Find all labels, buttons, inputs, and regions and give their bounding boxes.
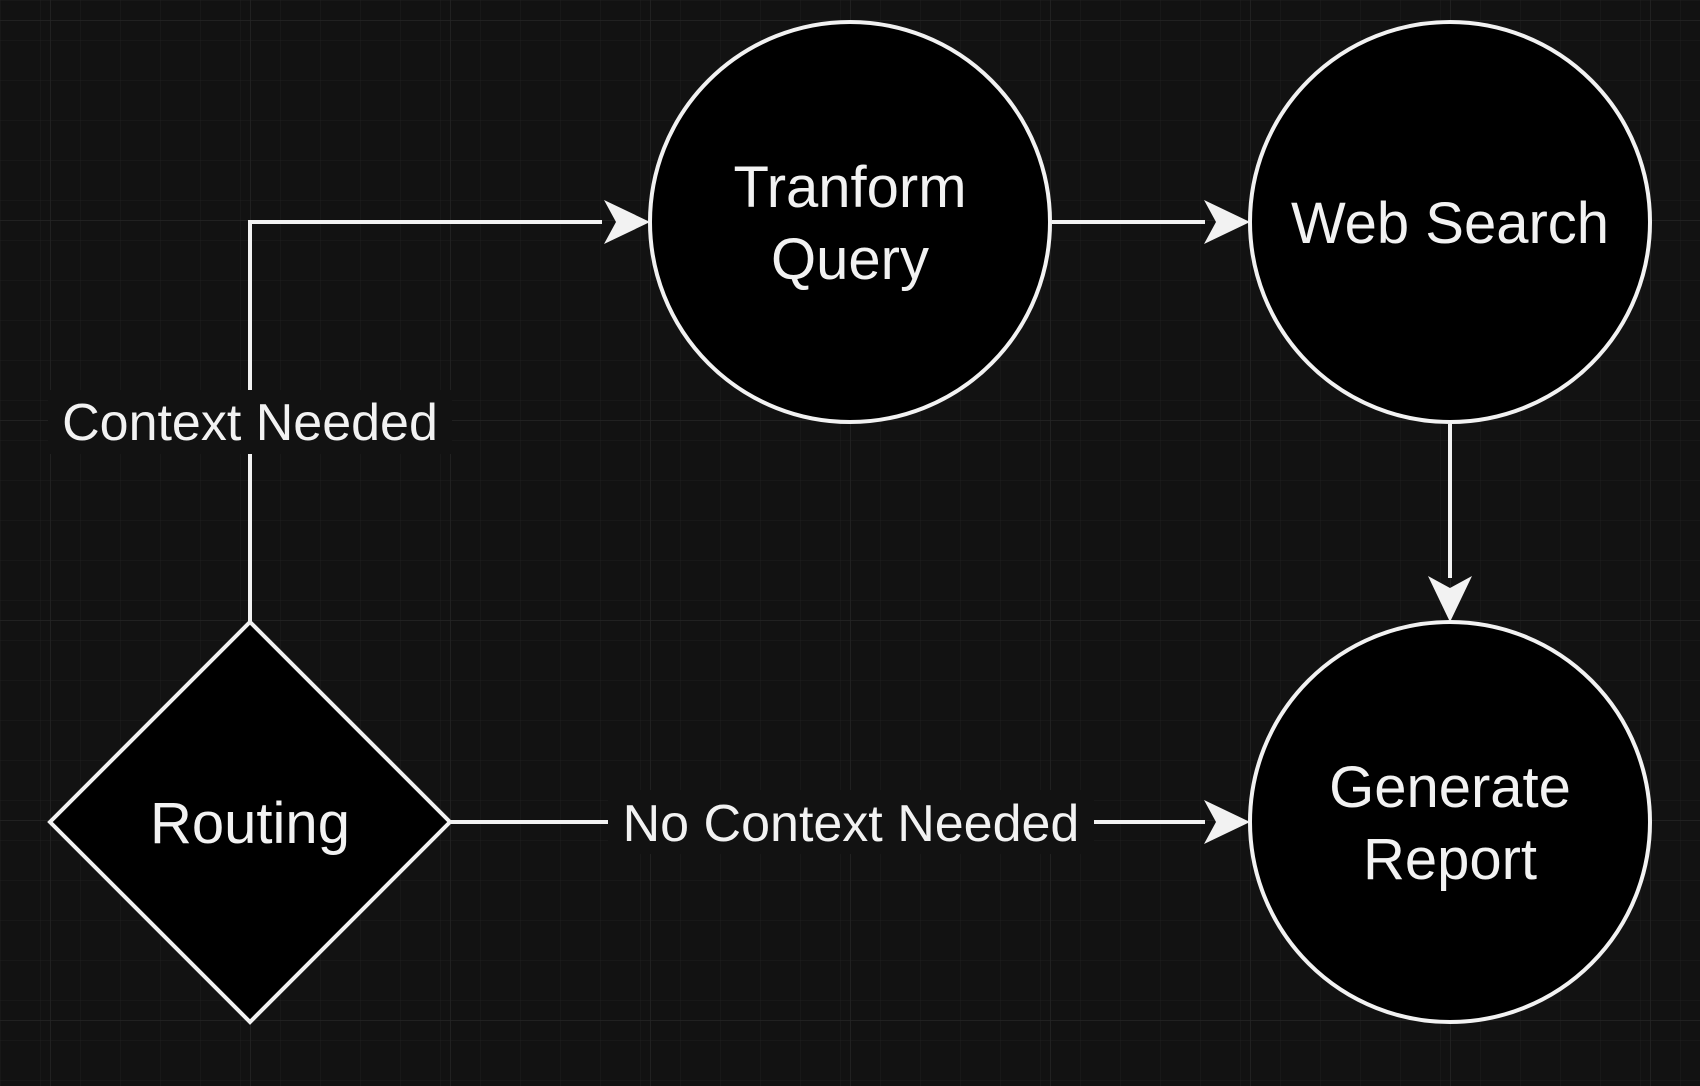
edge-transform-to-websearch	[1052, 200, 1250, 244]
generate-report-circle	[1248, 620, 1652, 1024]
generate-report-label-line2: Report	[1363, 827, 1537, 892]
edge-no-context-needed-label: No Context Needed	[623, 795, 1080, 853]
edge-transform-to-websearch-arrowhead	[1204, 200, 1250, 244]
node-routing[interactable]: Routing	[47, 619, 453, 1025]
edge-context-needed-line	[248, 220, 602, 622]
node-web-search[interactable]: Web Search	[1248, 20, 1652, 424]
edge-no-context-needed-arrowhead	[1204, 800, 1250, 844]
transform-query-circle	[648, 20, 1052, 424]
edge-context-needed-arrowhead	[604, 200, 650, 244]
web-search-circle	[1248, 20, 1652, 424]
node-generate-report[interactable]: Generate Report	[1248, 620, 1652, 1024]
routing-label: Routing	[150, 791, 350, 856]
edge-context-needed-label-bg	[48, 390, 452, 454]
transform-query-label-line1: Tranform	[733, 155, 966, 220]
edge-websearch-to-report	[1428, 424, 1472, 622]
web-search-label: Web Search	[1291, 191, 1609, 256]
edge-no-context-needed: No Context Needed	[450, 790, 1250, 854]
transform-query-label-line2: Query	[771, 227, 929, 292]
edge-context-needed-label: Context Needed	[62, 394, 438, 452]
edge-context-needed: Context Needed	[48, 200, 650, 622]
edge-websearch-to-report-arrowhead	[1428, 576, 1472, 622]
generate-report-label-line1: Generate	[1329, 755, 1571, 820]
routing-diamond	[47, 619, 453, 1025]
node-transform-query[interactable]: Tranform Query	[648, 20, 1052, 424]
edge-no-context-needed-label-bg	[608, 790, 1094, 854]
